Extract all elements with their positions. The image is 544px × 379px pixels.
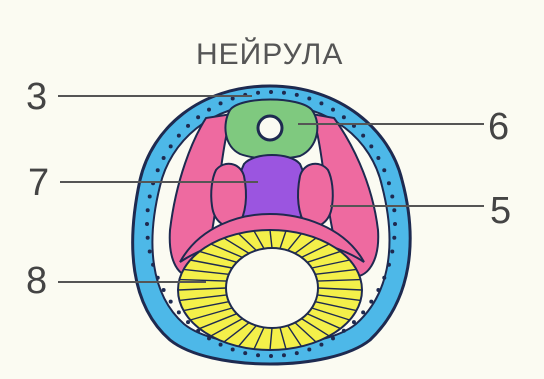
ectoderm-cell-nucleus: [151, 263, 155, 267]
ectoderm-cell-nucleus: [376, 288, 380, 292]
ectoderm-cell-nucleus: [186, 320, 190, 324]
ectoderm-cell-nucleus: [390, 195, 394, 199]
ectoderm-cell-nucleus: [282, 353, 286, 357]
ectoderm-cell-nucleus: [390, 249, 394, 253]
ectoderm-cell-nucleus: [156, 276, 160, 280]
ectoderm-cell-nucleus: [282, 91, 286, 95]
ectoderm-cell-nucleus: [269, 90, 273, 94]
ectoderm-cell-nucleus: [243, 351, 247, 355]
ectoderm-cell-nucleus: [196, 329, 200, 333]
ectoderm-cell-nucleus: [342, 329, 346, 333]
ectoderm-cell-nucleus: [146, 208, 150, 212]
ectoderm-cell-nucleus: [231, 96, 235, 100]
neural-canal: [258, 116, 282, 140]
ectoderm-cell-nucleus: [207, 108, 211, 112]
ectoderm-cell-nucleus: [169, 300, 173, 304]
ectoderm-cell-nucleus: [392, 208, 396, 212]
ectoderm-cell-nucleus: [376, 156, 380, 160]
ectoderm-cell-nucleus: [331, 336, 335, 340]
ectoderm-cell-nucleus: [146, 236, 150, 240]
ectoderm-cell-nucleus: [219, 343, 223, 347]
ectoderm-cell-nucleus: [342, 115, 346, 119]
ectoderm-cell-nucleus: [361, 134, 365, 138]
ectoderm-cell-nucleus: [196, 115, 200, 119]
ectoderm-cell-nucleus: [186, 124, 190, 128]
ectoderm-cell-nucleus: [295, 93, 299, 97]
ectoderm-cell-nucleus: [295, 351, 299, 355]
ectoderm-cell-nucleus: [256, 353, 260, 357]
ectoderm-cell-nucleus: [145, 222, 149, 226]
ectoderm-cell-nucleus: [387, 181, 391, 185]
ectoderm-cell-nucleus: [256, 91, 260, 95]
ectoderm-cell-nucleus: [162, 288, 166, 292]
ectoderm-cell-nucleus: [331, 108, 335, 112]
ectoderm-cell-nucleus: [162, 156, 166, 160]
gut-cavity: [226, 248, 318, 328]
ectoderm-cell-nucleus: [369, 144, 373, 148]
ectoderm-cell-nucleus: [352, 320, 356, 324]
ectoderm-cell-nucleus: [269, 354, 273, 358]
ectoderm-cell-nucleus: [361, 310, 365, 314]
ectoderm-cell-nucleus: [148, 195, 152, 199]
ectoderm-cell-nucleus: [393, 222, 397, 226]
ectoderm-cell-nucleus: [169, 144, 173, 148]
ectoderm-cell-nucleus: [177, 134, 181, 138]
ectoderm-cell-nucleus: [319, 101, 323, 105]
ectoderm-cell-nucleus: [319, 343, 323, 347]
ectoderm-cell-nucleus: [382, 168, 386, 172]
ectoderm-cell-nucleus: [392, 236, 396, 240]
ectoderm-cell-nucleus: [177, 310, 181, 314]
ectoderm-cell-nucleus: [307, 348, 311, 352]
ectoderm-cell-nucleus: [219, 101, 223, 105]
ectoderm-cell-nucleus: [307, 96, 311, 100]
ectoderm-cell-nucleus: [148, 249, 152, 253]
ectoderm-cell-nucleus: [207, 336, 211, 340]
ectoderm-cell-nucleus: [382, 276, 386, 280]
ectoderm-cell-nucleus: [231, 348, 235, 352]
ectoderm-cell-nucleus: [387, 263, 391, 267]
ectoderm-cell-nucleus: [369, 300, 373, 304]
ectoderm-cell-nucleus: [156, 168, 160, 172]
